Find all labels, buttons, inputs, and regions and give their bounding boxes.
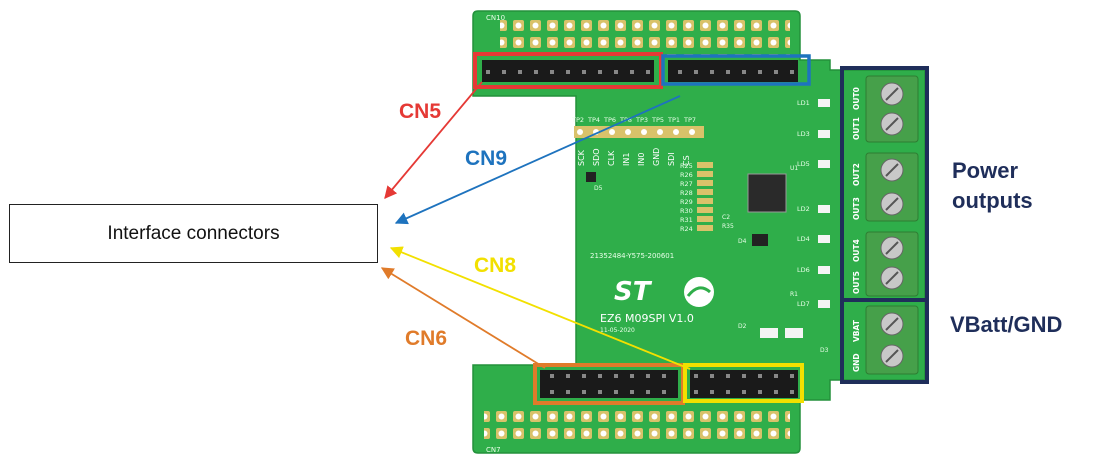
- board-serial: 21352484-Y575-200601: [590, 252, 674, 260]
- c2-label: C2: [722, 214, 730, 221]
- resistor-label: R25: [680, 162, 693, 170]
- arrow-cn6: [380, 267, 546, 369]
- pin-label: SCK: [577, 149, 586, 166]
- resistor-label: R26: [680, 171, 693, 179]
- led-label: LD7: [797, 300, 810, 308]
- component-d3: [785, 328, 803, 338]
- pin-label: IN0: [637, 153, 646, 166]
- resistor-label: R24: [680, 225, 693, 233]
- board-date: 11-05-2020: [600, 327, 635, 334]
- led-label: LD6: [797, 266, 810, 274]
- test-point-row: [574, 126, 704, 138]
- resistor-labels: R25 R26 R27 R28 R29 R30 R31 R24: [680, 162, 693, 233]
- connector-cn5: [482, 60, 654, 82]
- cn9-label: CN9: [465, 147, 508, 170]
- power-outputs-line2: outputs: [952, 188, 1033, 213]
- tp-label: TP6: [603, 116, 616, 124]
- cn5-label: CN5: [399, 100, 442, 123]
- r1-label: R1: [790, 291, 798, 298]
- output-label: VBAT: [852, 319, 861, 342]
- led-column: [818, 99, 830, 308]
- component-d5: [586, 172, 596, 182]
- arrow-cn8: [389, 246, 691, 370]
- resistor-label: R31: [680, 216, 693, 224]
- header-cn7: [484, 407, 790, 445]
- tp-label: TP2: [571, 116, 584, 124]
- resistor-label: R28: [680, 189, 693, 197]
- power-outputs-line1: Power: [952, 158, 1019, 183]
- resistor-label: R29: [680, 198, 693, 206]
- cn6-label: CN6: [405, 327, 448, 350]
- header-cn7-label: CN7: [486, 446, 501, 454]
- led-labels: LD1 LD3 LD5 LD2 LD4 LD6 LD7: [797, 99, 810, 308]
- tp-label: TP1: [667, 116, 680, 124]
- led-label: LD3: [797, 130, 810, 138]
- connector-cn8: [690, 370, 798, 398]
- output-label: OUT5: [852, 271, 861, 294]
- cn8-label: CN8: [474, 254, 517, 277]
- component-d2: [760, 328, 778, 338]
- tp-label: TP4: [587, 116, 600, 124]
- r35-label: R35: [722, 223, 734, 230]
- led-label: LD1: [797, 99, 810, 107]
- connector-cn5-highlight: [473, 52, 663, 89]
- brand-logo: [684, 277, 714, 307]
- resistor-label: R30: [680, 207, 693, 215]
- output-label: OUT3: [852, 197, 861, 220]
- connector-cn8-highlight: [683, 363, 804, 403]
- ic-u1-label: U1: [790, 165, 798, 172]
- header-cn10-label: CN10: [486, 14, 505, 22]
- output-label: OUT2: [852, 163, 861, 186]
- d3-label: D3: [820, 347, 829, 354]
- component-d5-label: D5: [594, 185, 603, 192]
- pin-label: SDO: [592, 148, 601, 166]
- pin-label: SDI: [667, 152, 676, 166]
- vbatt-gnd-label: VBatt/GND: [950, 312, 1063, 337]
- interface-connectors-box: Interface connectors: [9, 204, 378, 263]
- output-label: OUT1: [852, 117, 861, 140]
- pin-label: GND: [652, 148, 661, 166]
- pin-label: IN1: [622, 153, 631, 166]
- header-cn10: [500, 20, 790, 56]
- terminal-blocks: [865, 75, 919, 375]
- output-label: OUT4: [852, 239, 861, 262]
- connector-cn9-highlight: [661, 54, 811, 86]
- resistor-column: [697, 162, 713, 231]
- st-logo: ST: [614, 277, 653, 307]
- connector-cn6: [540, 370, 678, 398]
- pcb-board: [472, 10, 926, 454]
- output-label: OUT0: [852, 87, 861, 110]
- led-label: LD2: [797, 205, 810, 213]
- tp-label: TP5: [651, 116, 664, 124]
- pin-label: CLK: [607, 150, 616, 166]
- arrow-cn5: [384, 81, 483, 199]
- connector-cn9: [668, 60, 798, 82]
- vbatt-gnd-outline: [840, 298, 929, 384]
- arrow-cn9: [394, 95, 681, 225]
- led-label: LD4: [797, 235, 810, 243]
- output-labels: OUT0 OUT1 OUT2 OUT3 OUT4 OUT5 VBAT GND: [852, 87, 861, 372]
- d2-label: D2: [738, 323, 747, 330]
- board-name: EZ6 M09SPI V1.0: [600, 312, 694, 325]
- tp-label: TP3: [635, 116, 648, 124]
- ic-u1: [747, 173, 787, 213]
- tp-label: TP7: [683, 116, 696, 124]
- led-label: LD5: [797, 160, 810, 168]
- resistor-label: R27: [680, 180, 693, 188]
- pin-labels: SCK SDO CLK IN1 IN0 GND SDI CS: [577, 148, 691, 166]
- power-outputs-label: Power outputs: [952, 156, 1033, 216]
- d4-label: D4: [738, 238, 747, 245]
- component-d4: [752, 234, 768, 246]
- pin-label: CS: [682, 155, 691, 166]
- output-label: GND: [852, 353, 861, 372]
